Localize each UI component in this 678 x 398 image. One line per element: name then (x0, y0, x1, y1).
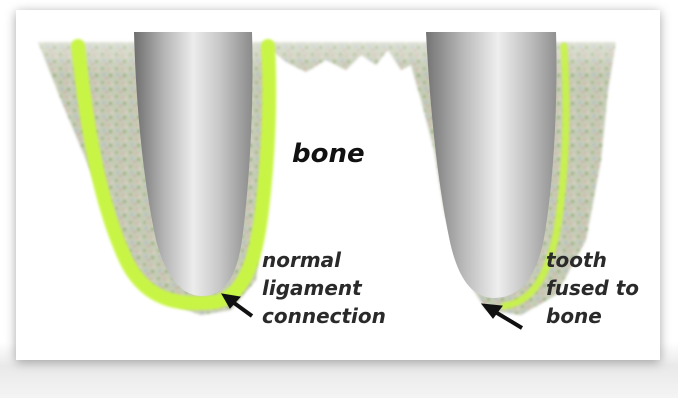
label-normal-ligament: normal ligament connection (262, 246, 386, 330)
label-line: normal (262, 246, 386, 274)
label-line: tooth (546, 246, 639, 274)
label-tooth-fused: tooth fused to bone (546, 246, 639, 330)
label-line: bone (546, 302, 639, 330)
figure-card: bone normal ligament connection tooth fu… (16, 10, 660, 360)
label-line: connection (262, 302, 386, 330)
label-line: ligament (262, 274, 386, 302)
label-bone: bone (292, 140, 365, 168)
label-line: fused to (546, 274, 639, 302)
